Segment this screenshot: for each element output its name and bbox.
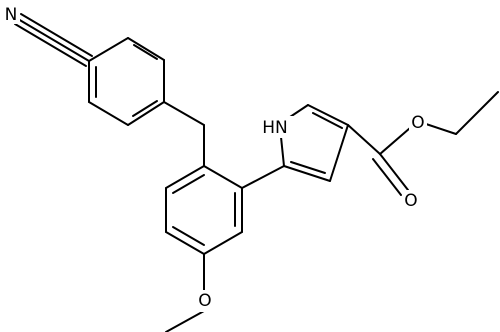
bond-ring2-double-a	[172, 174, 205, 194]
bond-ring1-0	[88, 37, 129, 62]
bond-pyrrole-n-c2	[289, 104, 309, 118]
atom-ester-o: O	[411, 113, 424, 133]
bond-ethyl-2	[455, 91, 499, 135]
bond-pyrrole-double-a	[312, 112, 343, 129]
atom-carbonyl-o: O	[404, 191, 417, 211]
bond-ring2-0	[203, 165, 243, 189]
bond-ring2-5	[165, 165, 205, 189]
bond-ethyl-1	[425, 123, 457, 135]
bond-ester-o	[379, 127, 411, 155]
atom-pyrrole-nh: HN	[262, 118, 288, 138]
bond-ring1-double-b	[132, 100, 158, 117]
bond-pyrrole-c3-c4	[329, 124, 349, 182]
bond-carbonyl-1	[379, 153, 409, 191]
bond-nitrile-1	[17, 18, 90, 62]
bond-pyrrole-c2-c3	[307, 104, 349, 126]
bond-methoxy-2	[165, 310, 205, 332]
bond-bridge-1	[163, 101, 205, 126]
bond-nitrile-2	[20, 13, 93, 57]
bond-ring1-1	[127, 37, 165, 61]
bond-ring1-3	[127, 101, 165, 126]
atom-nitrile-n: N	[5, 5, 18, 25]
bond-ring1-double-a	[133, 44, 158, 60]
bond-ring2-2	[203, 231, 243, 255]
atom-label-layer: N HN O O O	[2, 4, 427, 312]
bond-carbonyl-2	[372, 158, 402, 196]
bond-ester-1	[347, 124, 381, 155]
bond-pyrrole-double-b	[290, 161, 326, 174]
bond-pyrrole-c4-c5	[283, 165, 331, 182]
bond-ring1-4	[88, 101, 129, 126]
atom-methoxy-o: O	[198, 291, 211, 311]
bond-pyrrole-c5-n	[280, 136, 285, 167]
bond-ring2-3	[165, 231, 205, 255]
bond-aryl-pyrrole	[241, 165, 285, 189]
bond-ring2-double-b	[172, 226, 205, 246]
bond-layer	[14, 13, 499, 332]
bond-nitrile-3	[14, 23, 87, 67]
